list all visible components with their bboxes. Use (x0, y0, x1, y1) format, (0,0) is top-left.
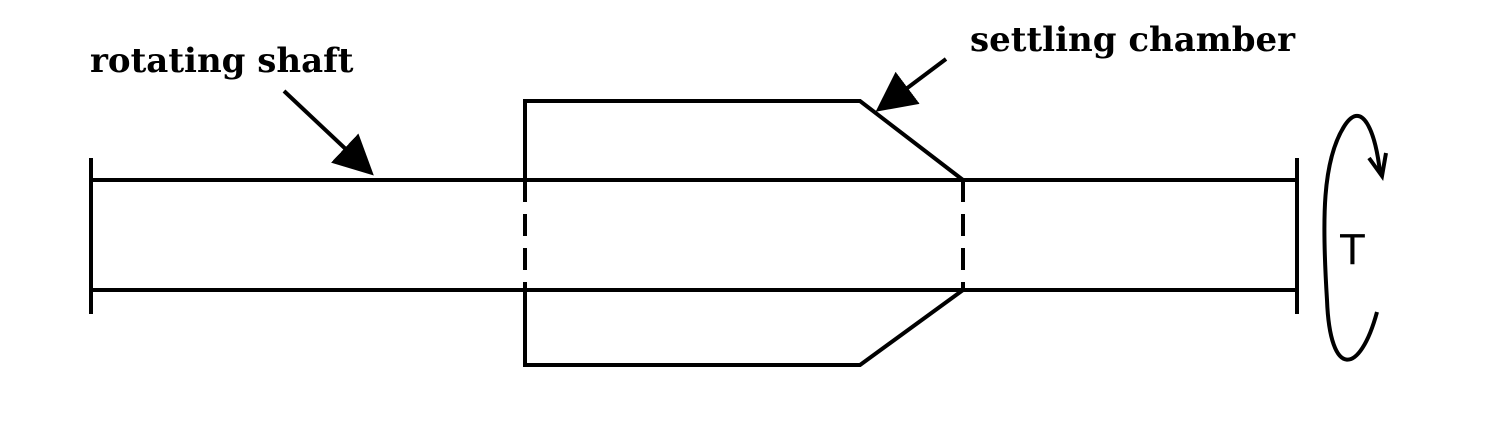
chamber-bottom-outline (523, 288, 965, 367)
torque-indicator: T (1322, 113, 1388, 362)
rotating-shaft-label: rotating shaft (90, 41, 354, 81)
settling-chamber-arrow (875, 57, 948, 112)
rotation-arrowhead-icon (1367, 152, 1388, 182)
rotation-arrow-icon (1322, 113, 1382, 362)
settling-chamber-label: settling chamber (970, 20, 1296, 60)
rotating-shaft (89, 158, 1299, 314)
rotating-shaft-arrow (282, 89, 374, 176)
chamber-top-outline (523, 99, 965, 182)
settling-chamber (523, 99, 965, 367)
torque-label: T (1339, 225, 1366, 274)
